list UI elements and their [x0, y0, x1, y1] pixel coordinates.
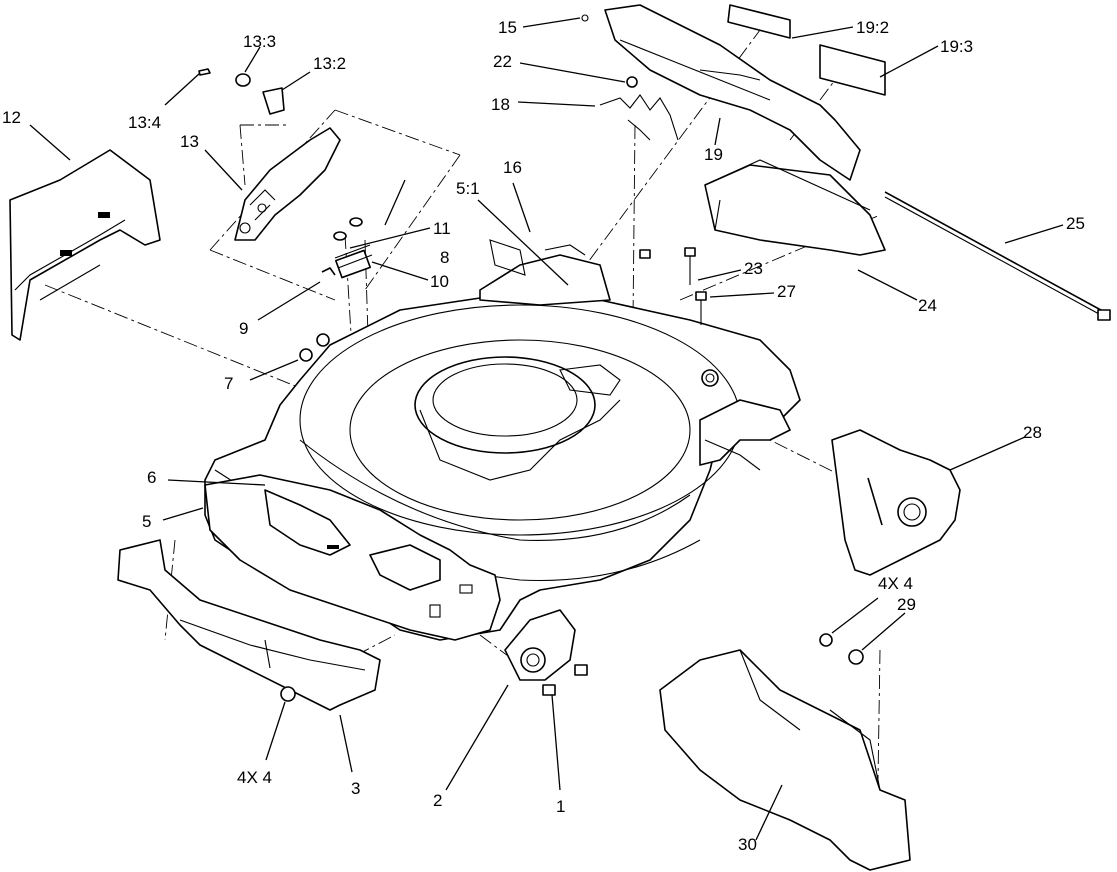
handle-bracket	[198, 68, 341, 241]
label-22: 22	[493, 52, 512, 71]
wheel-bracket-right	[831, 429, 961, 576]
label-19-2: 19:2	[856, 18, 889, 37]
label-29: 29	[897, 595, 916, 614]
rod	[884, 191, 1111, 321]
label-10: 10	[430, 272, 449, 291]
callout-labels: 12 13 13:4 13:3 13:2 11 8 10 9 7 6 5 5:1…	[2, 18, 1085, 854]
label-4x4-right: 4X 4	[878, 574, 913, 593]
label-19: 19	[704, 145, 723, 164]
label-13-2: 13:2	[313, 54, 346, 73]
label-13-4: 13:4	[128, 113, 161, 132]
leader-lines	[29, 17, 1064, 841]
label-1: 1	[556, 797, 565, 816]
upper-housing	[581, 4, 886, 181]
label-6: 6	[147, 468, 156, 487]
label-13-3: 13:3	[243, 32, 276, 51]
discharge-chute	[704, 159, 886, 256]
label-12: 12	[2, 108, 21, 127]
rear-guard	[659, 649, 911, 871]
label-4x4-left: 4X 4	[237, 768, 272, 787]
front-wheel-bracket	[504, 609, 588, 696]
label-16: 16	[503, 158, 522, 177]
label-19-3: 19:3	[940, 37, 973, 56]
label-5: 5	[142, 512, 151, 531]
bolts-rear	[639, 247, 707, 325]
label-24: 24	[918, 296, 937, 315]
label-11: 11	[433, 219, 451, 238]
label-15: 15	[498, 18, 517, 37]
label-30: 30	[738, 835, 757, 854]
label-3: 3	[351, 779, 360, 798]
front-guard	[117, 539, 381, 711]
nut-left	[280, 686, 296, 702]
label-2: 2	[433, 791, 442, 810]
label-13: 13	[180, 132, 199, 151]
label-9: 9	[239, 319, 248, 338]
label-27: 27	[777, 282, 796, 301]
label-28: 28	[1023, 423, 1042, 442]
latch-hardware	[299, 179, 406, 362]
label-18: 18	[491, 95, 510, 114]
nut-washer	[819, 633, 864, 665]
mower-deck	[204, 239, 801, 641]
rear-door	[9, 149, 161, 341]
label-8: 8	[440, 248, 449, 267]
label-23: 23	[744, 259, 763, 278]
label-5-1: 5:1	[456, 179, 480, 198]
label-25: 25	[1066, 214, 1085, 233]
label-7: 7	[224, 374, 233, 393]
